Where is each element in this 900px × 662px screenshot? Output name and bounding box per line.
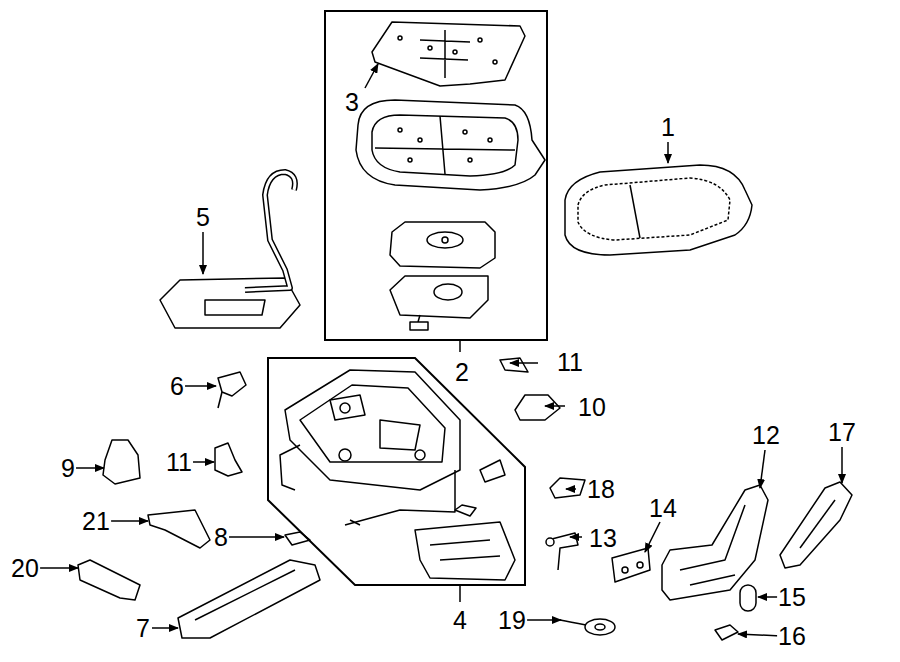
callout-number: 21 [81,509,111,534]
callout-number: 2 [454,360,470,385]
callout-number: 18 [586,477,616,502]
callout-number: 13 [588,526,618,551]
hexagon-outline [267,357,526,586]
callout-number: 14 [648,496,678,521]
callout-number: 1 [660,115,676,140]
callout-number: 20 [10,556,40,581]
callout-number: 5 [195,205,211,230]
callout-number: 19 [497,608,527,633]
callout-number: 12 [751,423,781,448]
group-box: 32 [324,10,548,341]
callout-number: 16 [777,624,807,649]
callout-number: 11 [165,450,193,475]
callout-number: 17 [827,420,857,445]
callout-number: 8 [213,525,229,550]
callout-number: 9 [60,456,76,481]
callout-number: 7 [135,616,151,641]
callout-number: 6 [169,374,185,399]
callout-number: 3 [344,90,360,115]
callout-number: 11 [556,350,584,375]
callout-number: 10 [577,395,607,420]
callout-number: 15 [777,585,807,610]
callout-number: 4 [452,608,468,633]
group-outline: 4 [267,357,526,586]
